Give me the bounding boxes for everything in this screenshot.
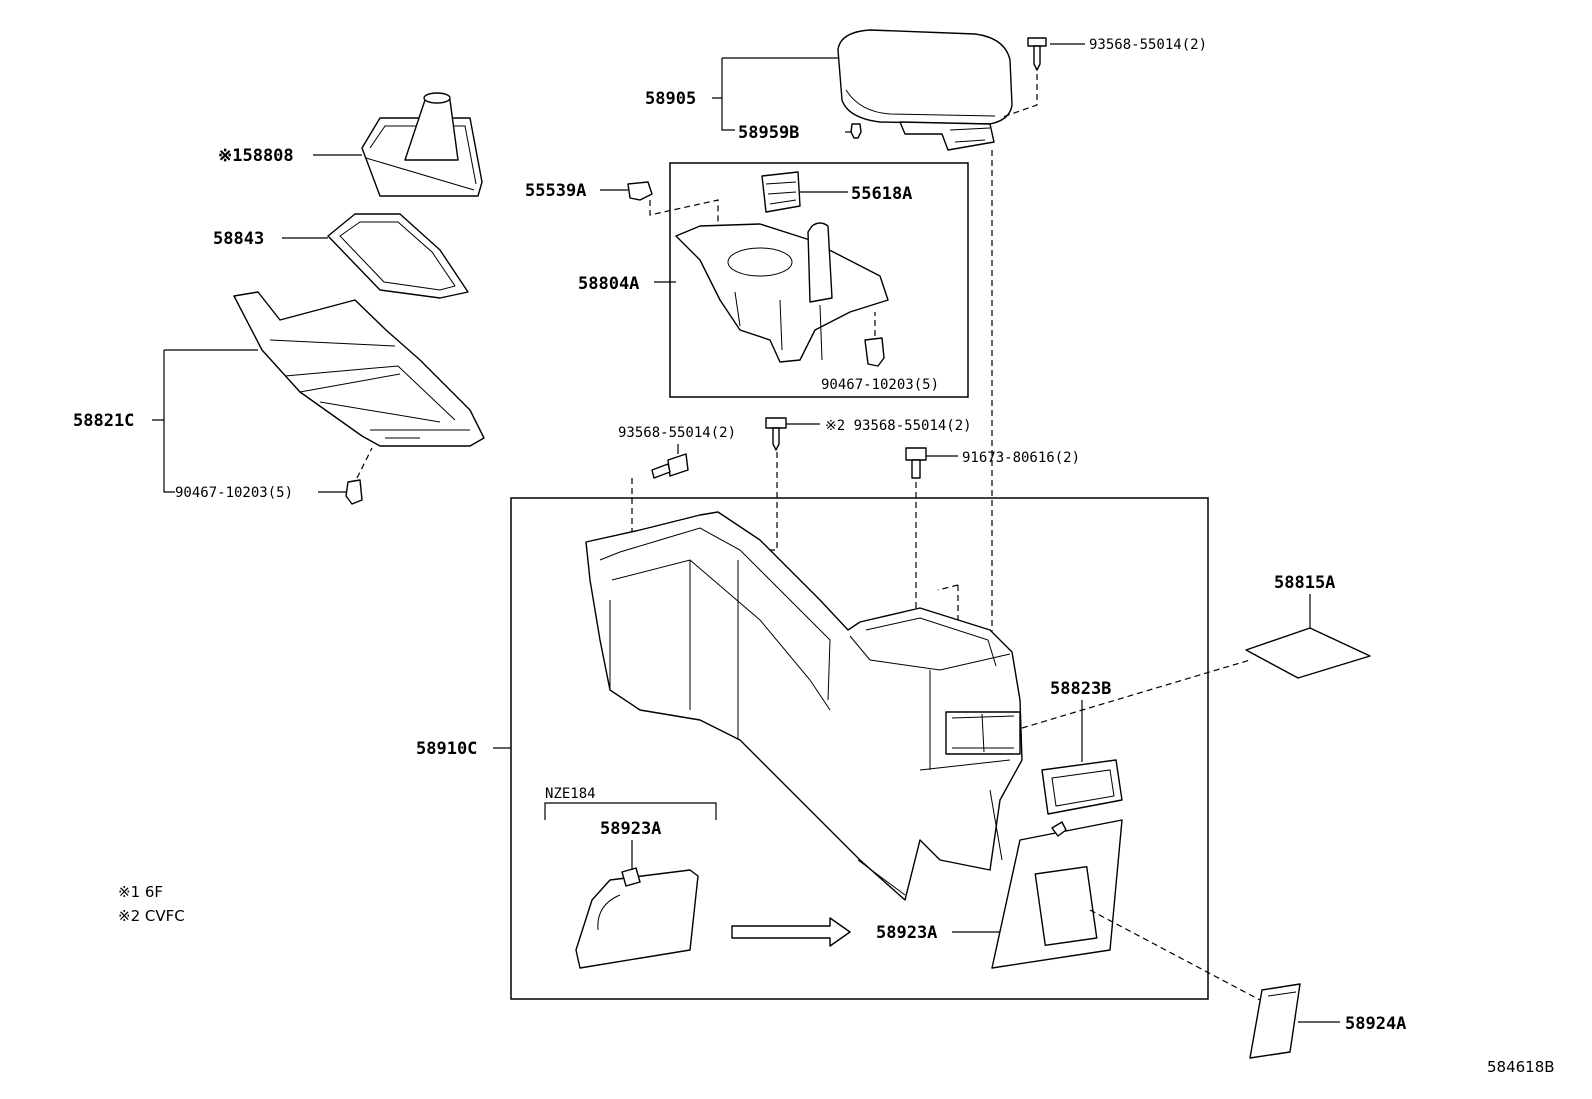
label-90467-inner: 90467-10203(5): [821, 377, 939, 393]
label-nze184: NZE184: [545, 786, 596, 802]
label-58804A: 58804A: [578, 274, 639, 294]
console-body-58910C[interactable]: [585, 511, 1023, 901]
clip-90467-left[interactable]: [345, 479, 363, 505]
tray-58823B[interactable]: [1041, 759, 1123, 815]
label-55618A: 55618A: [851, 184, 912, 204]
label-93568-top: 93568-55014(2): [1089, 37, 1207, 53]
nze184-bracket: [544, 802, 717, 820]
mat-58815A[interactable]: [1245, 627, 1371, 679]
label-58910C: 58910C: [416, 739, 477, 759]
panel-58923A-left[interactable]: [575, 867, 699, 969]
diagram-code: 584618B: [1487, 1058, 1555, 1076]
label-58808: ※158808: [218, 146, 294, 166]
leader-58905: [712, 57, 838, 131]
screw-93568-b[interactable]: [765, 417, 787, 451]
label-58823B: 58823B: [1050, 679, 1111, 699]
leader-clip-to-panel: [356, 447, 373, 479]
cup-holder-58804A[interactable]: [675, 222, 889, 363]
panel-58923A-right[interactable]: [991, 819, 1123, 969]
clip-58959B[interactable]: [850, 123, 862, 139]
clip-55539A[interactable]: [627, 181, 653, 201]
label-58923A-right: 58923A: [876, 923, 937, 943]
assembly-line-58924A: [1089, 909, 1261, 1001]
label-58905: 58905: [645, 89, 696, 109]
bezel-58843[interactable]: [327, 213, 469, 299]
label-91673: 91673-80616(2): [962, 450, 1080, 466]
panel-58821C[interactable]: [233, 291, 485, 447]
replacement-arrow: [731, 917, 851, 947]
label-58815A: 58815A: [1274, 573, 1335, 593]
screw-93568-a[interactable]: [651, 453, 689, 479]
assembly-line-6: [937, 584, 959, 591]
label-55539A: 55539A: [525, 181, 586, 201]
leader-55539A-dashed: [649, 199, 719, 240]
assembly-line-2: [760, 452, 778, 551]
label-93568-b: ※2 93568-55014(2): [825, 418, 972, 434]
cover-58924A[interactable]: [1249, 983, 1301, 1059]
label-58959B: 58959B: [738, 123, 799, 143]
leader-58821C: [152, 349, 258, 493]
label-90467-left: 90467-10203(5): [175, 485, 293, 501]
shift-boot-58808[interactable]: [361, 92, 483, 197]
label-58924A: 58924A: [1345, 1014, 1406, 1034]
bolt-91673[interactable]: [905, 447, 927, 479]
leader-screw-to-armrest: [999, 74, 1038, 119]
sub-assembly-box-58804A: [669, 162, 969, 398]
insert-55618A[interactable]: [761, 171, 801, 213]
clip-90467-inner[interactable]: [864, 337, 885, 367]
label-58843: 58843: [213, 229, 264, 249]
label-93568-a: 93568-55014(2): [618, 425, 736, 441]
footnote-1: ※1 6F: [118, 883, 163, 901]
label-58821C: 58821C: [73, 411, 134, 431]
label-58923A-left: 58923A: [600, 819, 661, 839]
armrest-58905[interactable]: [837, 29, 1013, 151]
footnote-2: ※2 CVFC: [118, 907, 185, 925]
screw-93568-top[interactable]: [1027, 37, 1047, 71]
